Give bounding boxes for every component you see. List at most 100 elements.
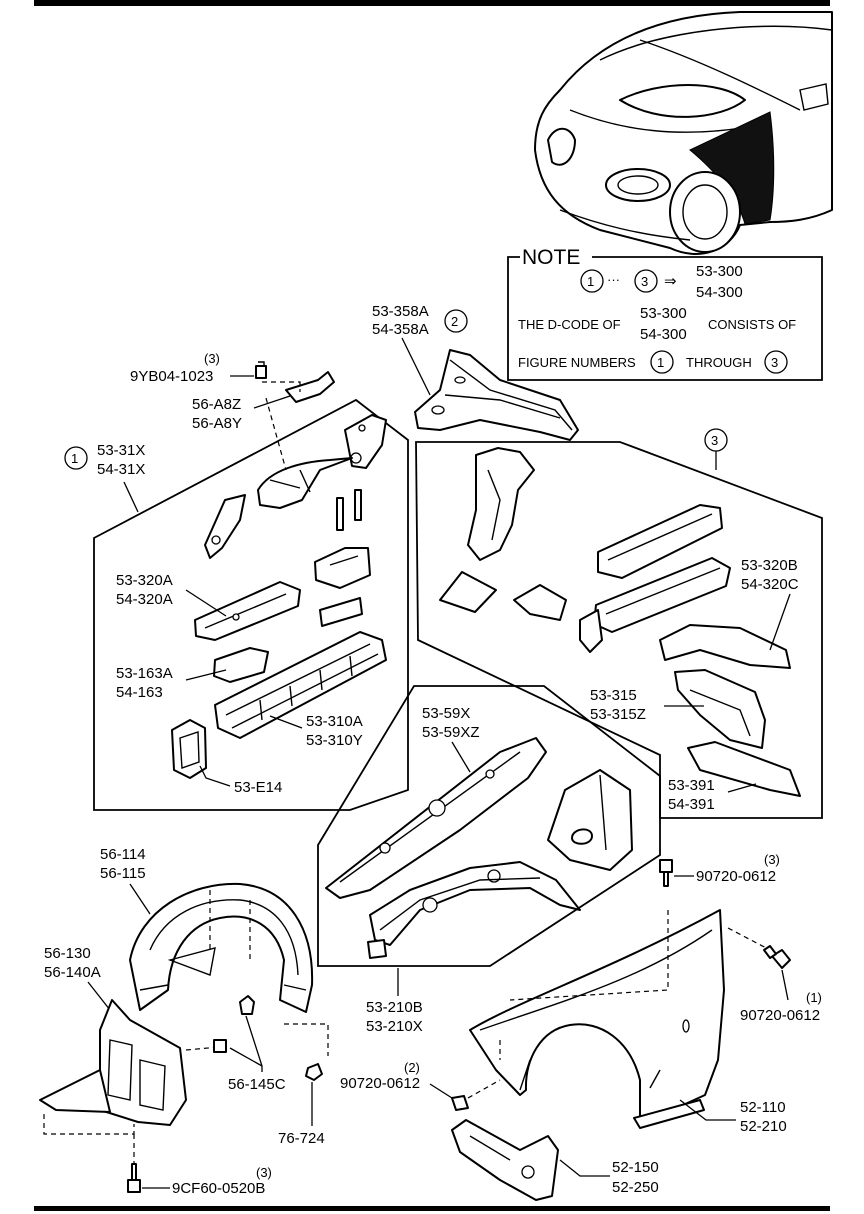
part-53310a-code-1: 53-310A: [306, 713, 363, 730]
part-53320a-code-1: 53-320A: [116, 572, 173, 589]
group-1-frame: [93, 398, 409, 811]
car-illustration: [534, 11, 833, 255]
note-arrow: ⇒: [664, 273, 677, 290]
part-52110-code-1: 52-110: [740, 1099, 786, 1116]
group-3-parts: [439, 447, 801, 797]
note-line1-code-1: 53-300: [640, 305, 687, 322]
part-9yb04-code: 9YB04-1023: [130, 368, 213, 385]
note-line2-to: 3: [771, 355, 778, 370]
group-2-label-1: 53-358A: [372, 303, 429, 320]
part-56-130-callout: 56-130 56-140A: [44, 945, 111, 1011]
group-1-label-1: 53-31X: [97, 442, 145, 459]
part-56114-code-1: 56-114: [100, 846, 146, 863]
part-53-310a-callout: 53-310A 53-310Y: [269, 713, 363, 749]
group-1-number: 1: [71, 451, 78, 466]
inner-fender-drawing: [129, 882, 314, 1013]
part-9yb04-callout: (3) 9YB04-1023: [130, 351, 267, 385]
top-border: [34, 0, 830, 6]
part-9cf60-callout: (3) 9CF60-0520B: [127, 1134, 272, 1197]
part-52150-code-1: 52-150: [612, 1159, 659, 1176]
group-3-number: 3: [711, 433, 718, 448]
note-ellipsis: ···: [607, 272, 620, 287]
group-3-frame: [415, 441, 823, 819]
part-76724-code: 76-724: [278, 1130, 325, 1147]
part-52150-code-2: 52-250: [612, 1179, 659, 1196]
part-90720b-code: 90720-0612: [740, 1007, 820, 1024]
part-56145c-code: 56-145C: [228, 1076, 286, 1093]
note-range-to: 3: [641, 274, 648, 289]
note-line1-prefix: THE D-CODE OF: [518, 317, 621, 332]
group-2-number: 2: [451, 314, 458, 329]
part-52110-code-2: 52-210: [740, 1118, 787, 1135]
part-90720a-qty: (3): [764, 852, 780, 867]
part-56a8-code-2: 56-A8Y: [192, 415, 242, 432]
center-frame: [317, 685, 661, 967]
group-1-parts: [171, 397, 387, 779]
group-3-callout: 3: [415, 428, 823, 819]
part-53320b-code-2: 54-320C: [741, 576, 799, 593]
part-53315-code-2: 53-315Z: [590, 706, 646, 723]
part-56130-code-1: 56-130: [44, 945, 91, 962]
part-76-724-callout: 76-724: [278, 1023, 329, 1147]
part-90720c-qty: (2): [404, 1060, 420, 1075]
part-56-a8z-callout: 56-A8Z 56-A8Y: [192, 371, 335, 432]
part-53-320b-callout: 53-320B 54-320C: [741, 557, 799, 651]
part-5359x-code-2: 53-59XZ: [422, 724, 480, 741]
group-2-callout: 53-358A 54-358A 2: [372, 303, 468, 396]
note-line2-mid: THROUGH: [686, 355, 752, 370]
part-90720-c-callout: (2) 90720-0612: [340, 1060, 501, 1111]
part-53-391-callout: 53-391 54-391: [668, 777, 757, 813]
part-90720a-code: 90720-0612: [696, 868, 776, 885]
part-9yb04-qty: (3): [204, 351, 220, 366]
part-56114-code-2: 56-115: [100, 865, 146, 882]
part-52-110-callout: 52-110 52-210: [679, 1099, 787, 1135]
note-code-2: 54-300: [696, 284, 743, 301]
part-56-145c-callout: 56-145C: [228, 995, 286, 1093]
group-2-label-2: 54-358A: [372, 321, 429, 338]
part-53210b-code-2: 53-210X: [366, 1018, 423, 1035]
center-parts: [325, 737, 633, 959]
note-line1-code-2: 54-300: [640, 326, 687, 343]
part-53310a-code-2: 53-310Y: [306, 732, 363, 749]
part-53-315-callout: 53-315 53-315Z: [590, 687, 704, 723]
note-line1-suffix: CONSISTS OF: [708, 317, 796, 332]
note-range-from: 1: [587, 274, 594, 289]
part-53320a-code-2: 54-320A: [116, 591, 173, 608]
part-56a8-code-1: 56-A8Z: [192, 396, 241, 413]
part-53163a-code-1: 53-163A: [116, 665, 173, 682]
note-box: NOTE 1 ··· 3 ⇒ 53-300 54-300 THE D-CODE …: [507, 246, 823, 381]
part-53e14-code: 53-E14: [234, 779, 282, 796]
group-1-label-2: 54-31X: [97, 461, 145, 478]
group-1-callout: 1 53-31X 54-31X: [64, 398, 409, 811]
note-code-1: 53-300: [696, 263, 743, 280]
part-53391-code-2: 54-391: [668, 796, 715, 813]
mud-guard-drawing: [39, 999, 231, 1135]
fender-bracket-drawing: [451, 1119, 559, 1201]
part-56-114-callout: 56-114 56-115: [100, 846, 151, 915]
part-5359x-code-1: 53-59X: [422, 705, 470, 722]
part-9cf60-code: 9CF60-0520B: [172, 1180, 265, 1197]
part-90720-a-callout: (3) 90720-0612: [659, 852, 780, 887]
part-53-320a-callout: 53-320A 54-320A: [116, 572, 227, 617]
part-53-e14-callout: 53-E14: [199, 765, 282, 796]
note-line2-prefix: FIGURE NUMBERS: [518, 355, 636, 370]
part-53391-code-1: 53-391: [668, 777, 715, 794]
note-title: NOTE: [522, 246, 580, 269]
part-53210b-code-1: 53-210B: [366, 999, 423, 1016]
part-90720-b-callout: (1) 90720-0612: [740, 945, 822, 1024]
fender-drawing: [469, 909, 771, 1129]
part-53-163a-callout: 53-163A 54-163: [116, 665, 227, 701]
part-53163a-code-2: 54-163: [116, 684, 163, 701]
part-53315-code-1: 53-315: [590, 687, 637, 704]
bottom-border: [34, 1206, 830, 1211]
part-53-358a-drawing: [414, 349, 579, 441]
part-90720c-code: 90720-0612: [340, 1075, 420, 1092]
part-53-59x-callout: 53-59X 53-59XZ: [317, 685, 661, 967]
part-52-150-callout: 52-150 52-250: [559, 1159, 659, 1196]
part-56130-code-2: 56-140A: [44, 964, 101, 981]
part-53320b-code-1: 53-320B: [741, 557, 798, 574]
part-53-210b-callout: 53-210B 53-210X: [366, 968, 423, 1035]
note-line2-from: 1: [657, 355, 664, 370]
part-90720b-qty: (1): [806, 990, 822, 1005]
